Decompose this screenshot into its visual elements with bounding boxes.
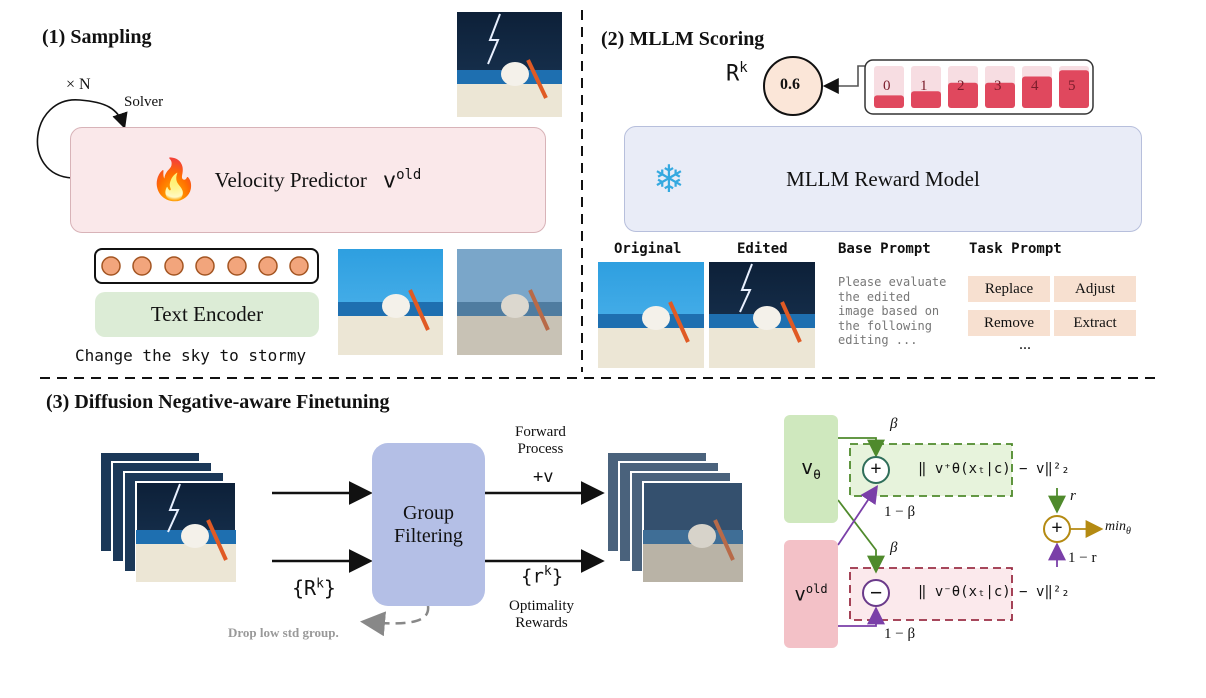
beta-top: β [890,416,898,432]
minus-circle [862,579,890,607]
score-bar-fill [874,95,904,108]
group-filtering-box: Group Filtering [372,443,485,606]
task-more: ... [1019,336,1031,353]
green-line-beta-bottom [837,499,885,574]
group-filtering-line2: Filtering [394,524,463,547]
one-minus-r-label: 1 − r [1068,550,1097,566]
score-to-reward-arrow [822,65,865,94]
reward-value: 0.6 [780,76,800,93]
plus-operator: + [870,458,882,480]
plus-circle [862,456,890,484]
combine-operator: + [1051,517,1063,539]
v-theta-label: vθ [801,455,821,483]
col-original: Original [614,241,682,257]
one-minus-beta-bottom: 1 − β [884,626,916,642]
score-bar-fill [911,91,941,108]
image-noisy-sampling [457,249,562,355]
image-stack-left [99,451,237,583]
image-original-sampling [338,249,443,355]
rk-small-set-label: {rk} [521,564,564,588]
reward-circle [763,56,823,116]
prompt-text: Change the sky to stormy [75,346,307,365]
loop-count-label: × N [66,76,91,93]
fire-icon: 🔥 [149,157,199,202]
col-base-prompt: Base Prompt [838,241,931,257]
drop-arrow [360,605,430,637]
one-minus-beta-top: 1 − β [884,504,916,520]
section-sampling-title: (1) Sampling [42,26,152,48]
mllm-reward-model-label: MLLM Reward Model [786,166,980,191]
v-theta-box: vθ [784,415,838,523]
r-label: r [1070,488,1076,504]
score-level-label: 1 [920,78,928,94]
section-dnf-title: (3) Diffusion Negative-aware Finetuning [46,391,390,413]
solver-label: Solver [124,94,164,110]
v-old-symbol: vold [382,166,422,194]
loss-positive-text: ‖ v⁺θ(xₜ|c) − v‖²₂ [918,461,1070,477]
image-stack-right [606,451,744,583]
v-old-box: vold [784,540,838,648]
score-bar-fill [1059,70,1089,108]
green-line-beta-top [838,437,885,458]
col-task-prompt: Task Prompt [969,241,1062,257]
score-bar-fill [948,82,978,108]
purple-line-1minusbeta-bottom [838,606,885,627]
solver-loop-arrow [36,99,128,179]
velocity-predictor-box: 🔥 Velocity Predictor vold [70,127,546,233]
image-stormy-top [457,12,562,117]
task-tag-remove: Remove [968,310,1050,336]
token-circles [101,256,309,276]
optimality-rewards-label: Optimality Rewards [509,598,574,631]
reward-symbol: Rk [726,60,748,87]
text-encoder-label: Text Encoder [150,302,264,326]
velocity-predictor-label: Velocity Predictor [214,167,367,192]
min-theta-label: minθ [1105,519,1131,537]
score-level-label: 5 [1068,78,1076,94]
image-original-mllm [598,262,704,368]
score-bar-fill [985,82,1015,108]
score-bars [874,66,1089,108]
task-tag-adjust: Adjust [1054,276,1136,302]
mllm-reward-model-box: ❄ MLLM Reward Model [624,126,1142,232]
score-level-label: 0 [883,78,891,94]
beta-bottom: β [890,540,898,556]
rk-set-label: {Rk} [292,576,336,600]
col-edited: Edited [737,241,788,257]
loss-negative-text: ‖ v⁻θ(xₜ|c) − v‖²₂ [918,584,1070,600]
task-tag-extract: Extract [1054,310,1136,336]
score-level-label: 4 [1031,78,1039,94]
text-encoder-box: Text Encoder [95,292,319,337]
forward-process-label: Forward Process [515,424,566,457]
v-old-label: vold [794,582,828,606]
group-filtering-line1: Group [402,501,455,524]
image-edited-mllm [709,262,815,368]
snowflake-icon: ❄ [653,159,685,201]
score-bar-fill [1022,76,1052,108]
score-level-label: 3 [994,78,1002,94]
minus-operator: − [869,580,883,605]
drop-note: Drop low std group. [228,625,339,640]
purple-line-1minusbeta-top [837,485,878,546]
score-level-label: 2 [957,78,965,94]
section-mllm-title: (2) MLLM Scoring [601,28,765,50]
base-prompt-text: Please evaluate the edited image based o… [838,275,947,347]
task-tag-replace: Replace [968,276,1050,302]
plus-v-label: +v [533,467,554,487]
